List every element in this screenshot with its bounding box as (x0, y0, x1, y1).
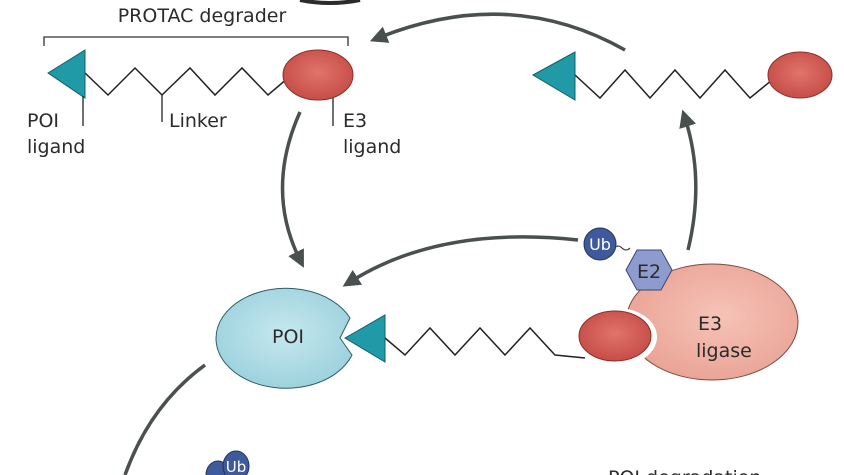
poi-ligand-triangle (47, 49, 86, 99)
protac-title: PROTAC degrader (118, 5, 287, 27)
e3-ligand-ellipse (282, 49, 354, 101)
poi-ligand-triangle (344, 314, 386, 363)
poi-ligand-label-line1: POI (27, 110, 59, 132)
binding-arrow (280, 111, 304, 268)
ubiquitin-transfer-arrow (342, 235, 579, 287)
ub-e2-bond (613, 245, 631, 251)
poi-ligand-triangle (531, 51, 576, 101)
poi-protein (215, 287, 353, 389)
degradation-arrow (123, 363, 207, 475)
ub-label: Ub (589, 235, 611, 254)
linker-zigzag (384, 326, 586, 359)
e3-ligand-label-line2: ligand (343, 136, 401, 158)
poi-label: POI (272, 326, 304, 348)
e2-hexagon (625, 249, 673, 291)
e3-ligand-ellipse (767, 51, 833, 99)
e3-ligase-label-line2: ligase (696, 340, 752, 362)
e2-label: E2 (637, 261, 661, 283)
linker-zigzag (84, 66, 289, 97)
e3-ligand-ellipse (578, 310, 652, 362)
protac-molecule-top-right (531, 51, 833, 101)
linker-label: Linker (169, 110, 227, 132)
recycle-arrow (369, 12, 626, 52)
poi-ligand-label-line2: ligand (27, 136, 85, 158)
release-arrow (679, 109, 698, 251)
top-arc (299, 0, 361, 5)
e3-ligase-label-line1: E3 (698, 313, 722, 335)
e3-ligand-label-line1: E3 (343, 110, 367, 132)
protac-molecule-top-left (47, 49, 354, 126)
linker-zigzag (574, 68, 773, 100)
ub-circle (583, 227, 617, 261)
poi-degradation-label: POI degradation (608, 467, 761, 475)
protac-bracket (43, 36, 349, 46)
ub-circle-bottom-2 (222, 450, 250, 475)
ub-bottom-label: Ub (226, 458, 247, 475)
